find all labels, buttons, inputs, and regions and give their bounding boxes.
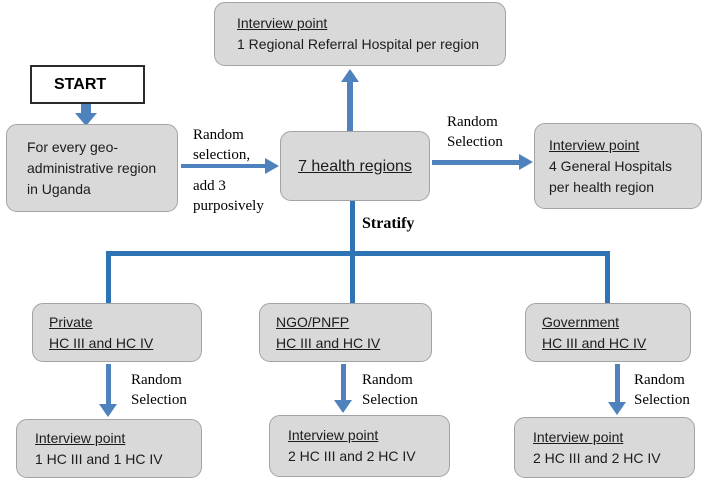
arrow-government-head bbox=[608, 402, 626, 415]
arrow-private-shaft bbox=[106, 364, 111, 405]
connector-drop-government bbox=[605, 251, 610, 304]
ngo-interview-title: Interview point bbox=[288, 427, 379, 443]
ngo-box: NGO/PNFP HC III and HC IV bbox=[259, 303, 432, 362]
private-line2: HC III and HC IV bbox=[49, 334, 154, 351]
arrow-geo-to-regions-head bbox=[265, 158, 279, 174]
label-random-selection-government: Random Selection bbox=[634, 372, 690, 408]
government-line1: Government bbox=[542, 313, 620, 330]
ngo-line2: HC III and HC IV bbox=[276, 334, 381, 351]
regional-referral-interview-text: 1 Regional Referral Hospital per region bbox=[237, 36, 480, 52]
ngo-line1: NGO/PNFP bbox=[276, 313, 350, 330]
ngo-interview-box: Interview point 2 HC III and 2 HC IV bbox=[269, 415, 450, 477]
government-interview-box: Interview point 2 HC III and 2 HC IV bbox=[514, 417, 695, 478]
arrow-regions-to-rrh-head bbox=[341, 69, 359, 82]
label-random-selection-add3-bottom: add 3 purposively bbox=[193, 178, 264, 214]
regional-referral-interview-title: Interview point bbox=[237, 15, 328, 31]
private-interview-text: 1 HC III and 1 HC IV bbox=[35, 450, 163, 467]
arrow-geo-to-regions-shaft bbox=[181, 164, 266, 168]
government-interview-title: Interview point bbox=[533, 428, 624, 445]
private-line1: Private bbox=[49, 313, 93, 330]
label-random-selection-add3-top: Random selection, bbox=[193, 127, 251, 163]
government-interview-text: 2 HC III and 2 HC IV bbox=[533, 449, 661, 466]
arrow-regions-to-rrh-shaft bbox=[347, 81, 353, 131]
general-hospitals-interview-box: Interview point 4 General Hospitals per … bbox=[534, 123, 702, 209]
geo-region-box: For every geo- administrative region in … bbox=[6, 124, 178, 212]
private-interview-box: Interview point 1 HC III and 1 HC IV bbox=[16, 419, 202, 478]
connector-drop-private bbox=[106, 251, 111, 304]
general-hospitals-interview-title: Interview point bbox=[549, 136, 640, 153]
connector-stratify-horizontal bbox=[106, 251, 610, 256]
arrow-start-head bbox=[75, 113, 97, 126]
private-interview-title: Interview point bbox=[35, 429, 126, 446]
arrow-government-shaft bbox=[615, 364, 620, 403]
label-random-selection-ngo: Random Selection bbox=[362, 372, 418, 408]
start-label: START bbox=[54, 75, 107, 93]
health-regions-title: 7 health regions bbox=[298, 157, 412, 175]
geo-region-text: For every geo- administrative region in … bbox=[27, 138, 157, 197]
label-random-selection-right: Random Selection bbox=[447, 114, 503, 150]
label-random-selection-private: Random Selection bbox=[131, 372, 187, 408]
arrow-private-head bbox=[99, 404, 117, 417]
government-line2: HC III and HC IV bbox=[542, 334, 647, 351]
ngo-interview-text: 2 HC III and 2 HC IV bbox=[288, 448, 416, 464]
regional-referral-interview-box: Interview point 1 Regional Referral Hosp… bbox=[214, 2, 506, 66]
private-box: Private HC III and HC IV bbox=[32, 303, 202, 362]
arrow-regions-to-gh-head bbox=[519, 154, 533, 170]
arrow-regions-to-gh-shaft bbox=[432, 160, 520, 165]
government-box: Government HC III and HC IV bbox=[525, 303, 691, 362]
general-hospitals-interview-text: 4 General Hospitals per health region bbox=[549, 157, 672, 195]
arrow-ngo-head bbox=[334, 400, 352, 413]
health-regions-box: 7 health regions bbox=[280, 131, 430, 201]
arrow-start-shaft bbox=[81, 104, 91, 114]
arrow-ngo-shaft bbox=[341, 364, 346, 401]
start-box: START bbox=[30, 65, 145, 104]
label-stratify: Stratify bbox=[362, 215, 415, 232]
